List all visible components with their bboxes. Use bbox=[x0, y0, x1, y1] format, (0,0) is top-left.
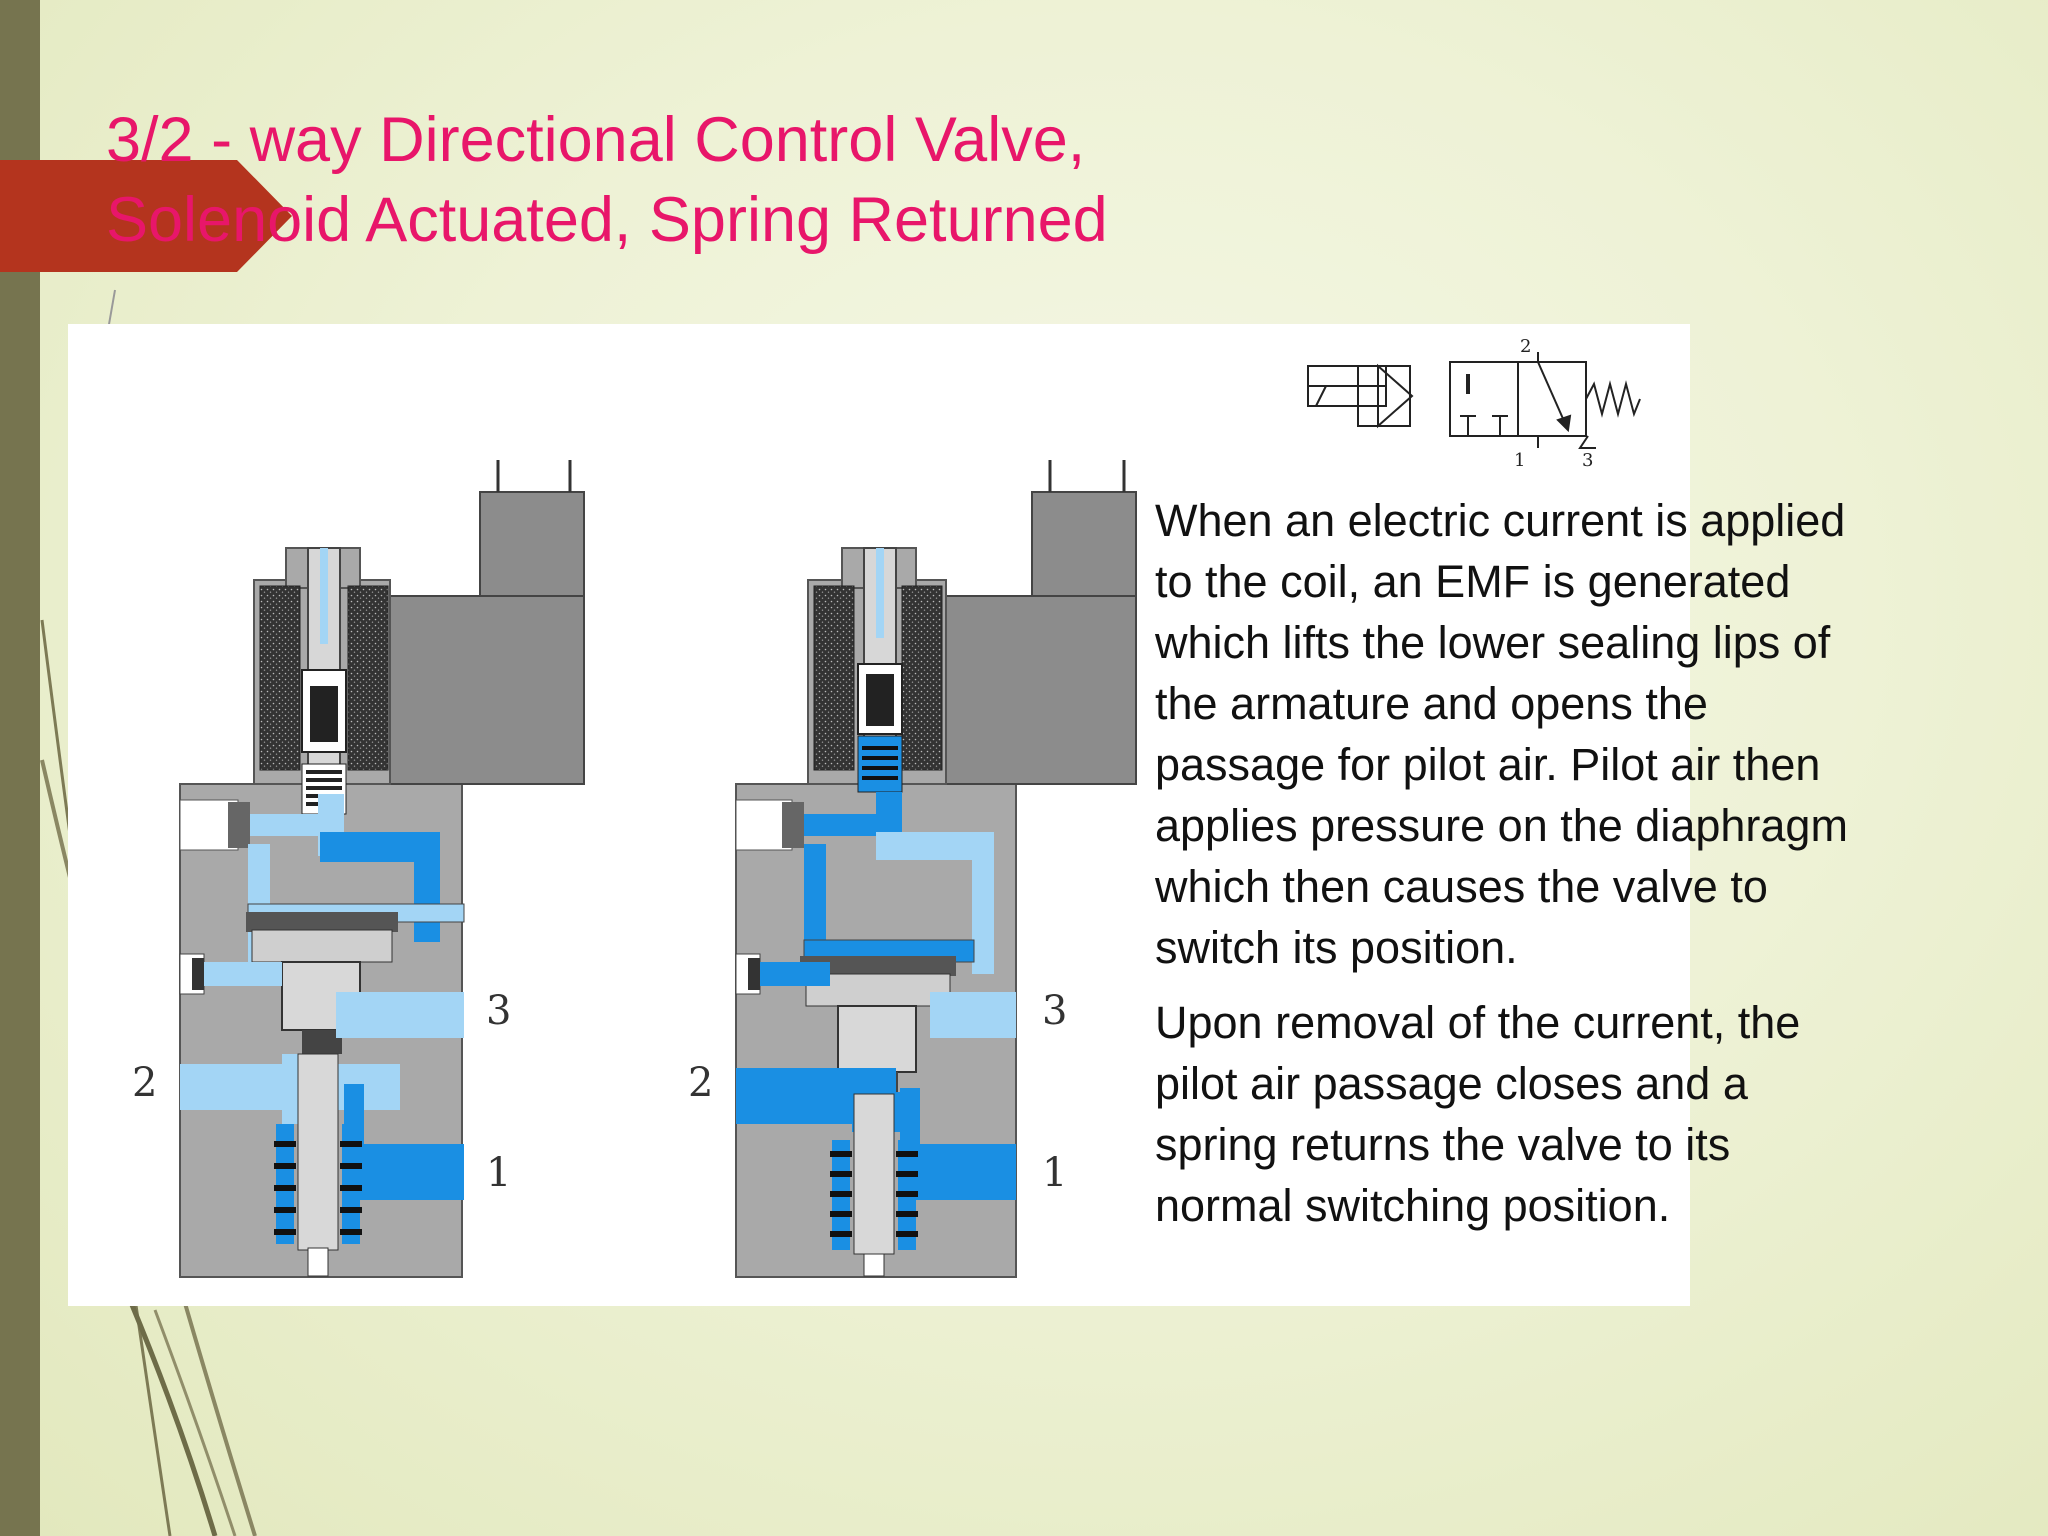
symbol-port-label-1: 1 bbox=[1514, 450, 1525, 471]
description-paragraph-2: Upon removal of the current, the pilot a… bbox=[1155, 997, 1801, 1231]
port-label-1-right: 1 bbox=[1042, 1150, 1067, 1196]
port-label-3-right: 3 bbox=[1042, 988, 1067, 1034]
port-label-1-left: 1 bbox=[486, 1150, 511, 1196]
title-line-2: Solenoid Actuated, Spring Returned bbox=[106, 185, 1108, 255]
symbol-port-label-3: 3 bbox=[1582, 450, 1593, 471]
symbol-port-label-2: 2 bbox=[1520, 336, 1531, 357]
valve-figure-panel: 2 3 1 bbox=[68, 324, 1690, 1306]
slide-title: 3/2 - way Directional Control Valve, Sol… bbox=[106, 100, 1108, 260]
port-label-3-left: 3 bbox=[486, 988, 511, 1034]
title-line-1: 3/2 - way Directional Control Valve, bbox=[106, 105, 1086, 175]
valve-iso-symbol bbox=[1307, 352, 1641, 449]
description-paragraph-1: When an electric current is applied to t… bbox=[1155, 495, 1848, 973]
title-flag-arrow bbox=[0, 160, 292, 272]
port-label-2-left: 2 bbox=[132, 1060, 157, 1106]
port-label-2-right: 2 bbox=[688, 1060, 713, 1106]
valve-cross-section-energized: 2 3 1 bbox=[688, 460, 1137, 1278]
valve-cross-section-deenergized: 2 3 1 bbox=[132, 460, 585, 1278]
description-text: When an electric current is applied to t… bbox=[1155, 490, 1875, 1236]
